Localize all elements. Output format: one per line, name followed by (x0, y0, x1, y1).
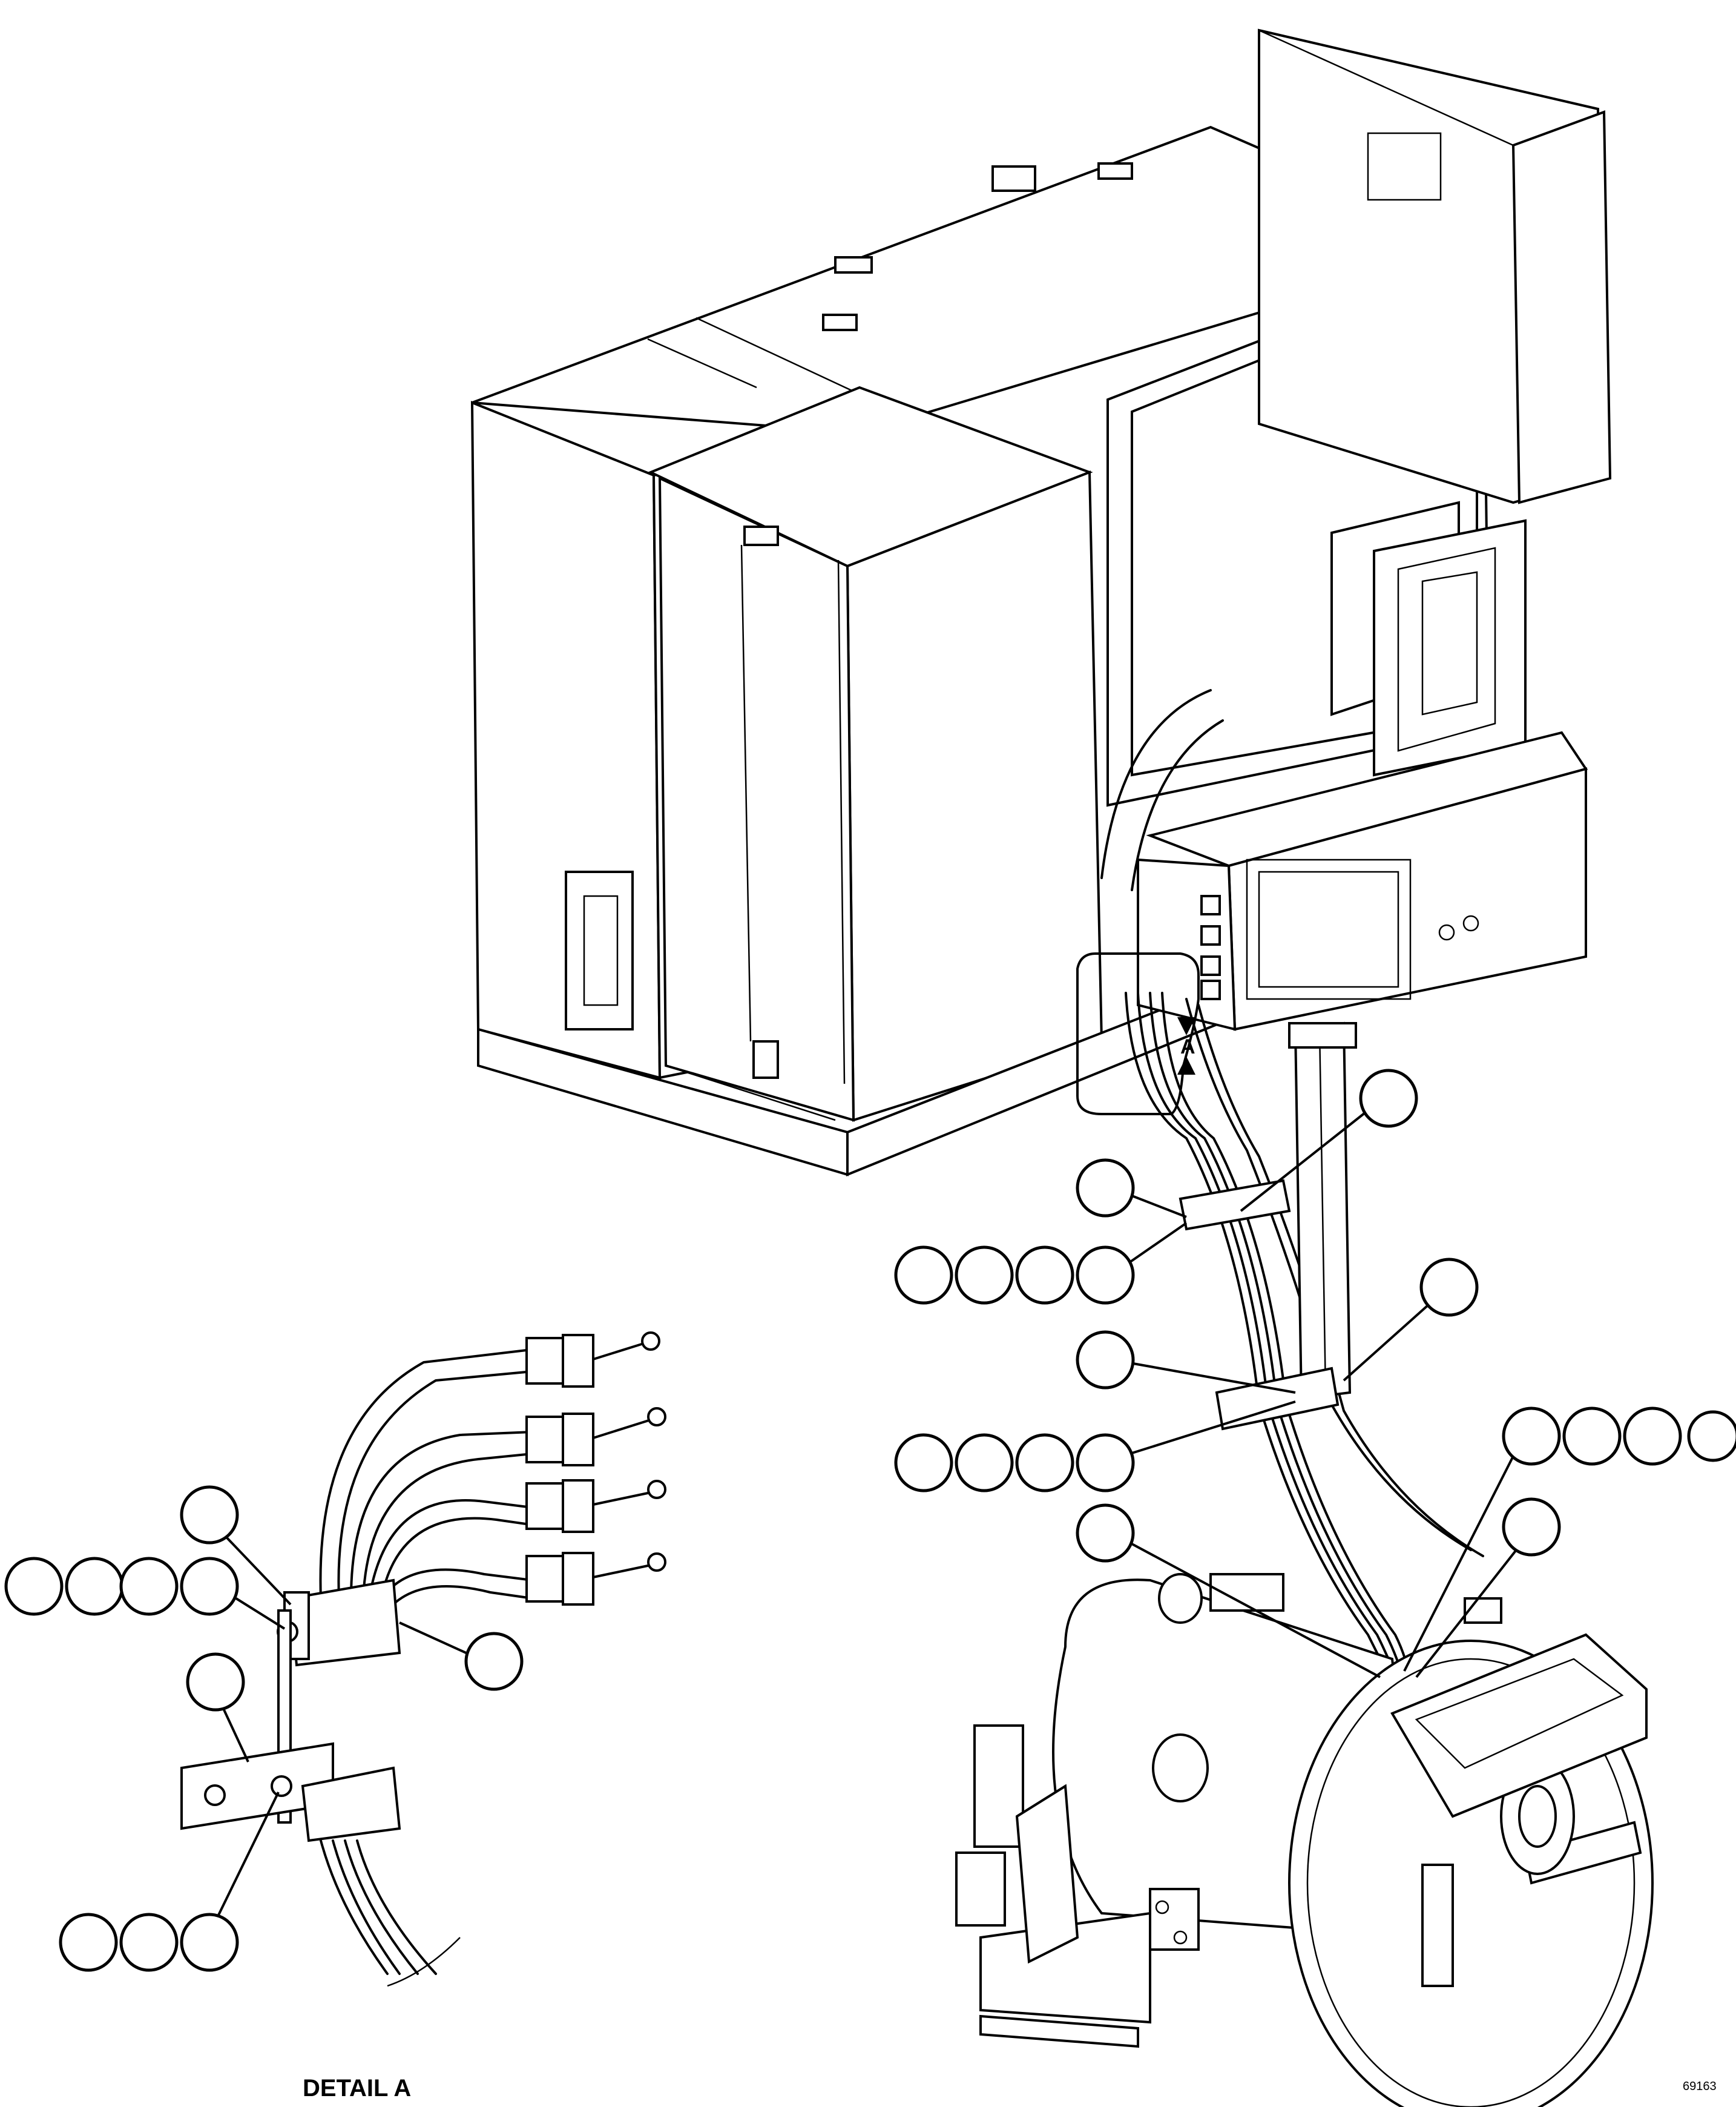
section-marker-label: A (1180, 1035, 1195, 1058)
detail-a-view (180, 1331, 666, 1987)
cable-fitting (525, 1407, 666, 1466)
cabinet-assembly (470, 28, 1612, 1176)
item-balloons (4, 1069, 1736, 1972)
section-arrow-up-icon (1177, 1057, 1195, 1075)
cable-fitting (525, 1552, 666, 1606)
drawing-number: 69163 (1683, 2080, 1717, 2093)
cable-fitting (525, 1331, 660, 1388)
cable-bundle (1125, 992, 1484, 1684)
section-arrow-down-icon (1177, 1017, 1195, 1035)
generator-assembly (955, 1573, 1654, 2107)
support-bracket (1179, 1021, 1357, 1431)
detail-a-caption: DETAIL A (303, 2075, 411, 2102)
cable-fitting (525, 1479, 666, 1533)
